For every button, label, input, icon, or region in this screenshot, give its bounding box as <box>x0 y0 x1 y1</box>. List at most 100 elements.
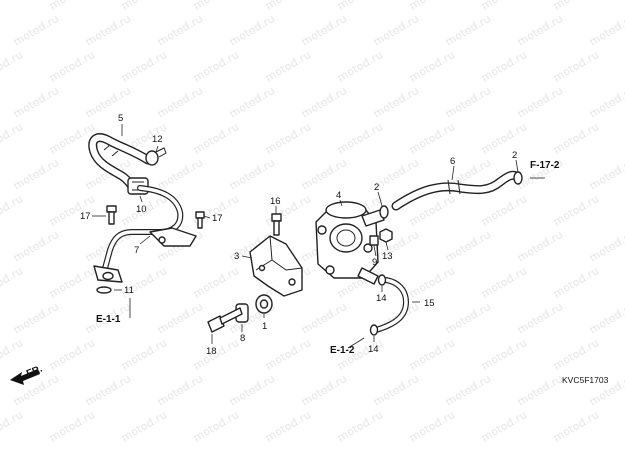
watermark-text: motod.ru <box>227 372 277 408</box>
watermark-text: motod.ru <box>11 84 61 120</box>
watermark-text: motod.ru <box>0 336 25 372</box>
watermark-text: motod.ru <box>11 12 61 48</box>
watermark-text: motod.ru <box>0 0 25 13</box>
watermark-text: motod.ru <box>443 228 493 264</box>
callout-17-left: 17 <box>80 211 91 222</box>
callout-17-right: 17 <box>212 213 223 224</box>
watermark-text: motod.ru <box>119 48 169 84</box>
callout-5: 5 <box>118 113 123 124</box>
part-17-bolt-left <box>106 205 117 225</box>
callout-4: 4 <box>336 190 341 201</box>
watermark-text: motod.ru <box>227 84 277 120</box>
callout-13: 13 <box>382 251 393 262</box>
callout-7: 7 <box>134 245 139 256</box>
part-16-bolt <box>271 213 282 236</box>
watermark-text: motod.ru <box>227 12 277 48</box>
part-4-air-injection-valve <box>315 201 385 285</box>
watermark-text: motod.ru <box>515 228 565 264</box>
part-15-hose <box>373 277 409 333</box>
watermark-text: motod.ru <box>479 264 529 300</box>
watermark-text: motod.ru <box>0 120 25 156</box>
watermark-text: motod.ru <box>191 120 241 156</box>
watermark-text: motod.ru <box>191 0 241 13</box>
watermark-text: motod.ru <box>299 372 349 408</box>
watermark-text: motod.ru <box>479 120 529 156</box>
watermark-text: motod.ru <box>515 300 565 336</box>
part-13-nut <box>379 228 393 243</box>
watermark-text: motod.ru <box>263 336 313 372</box>
watermark-text: motod.ru <box>299 156 349 192</box>
watermark-text: motod.ru <box>119 408 169 444</box>
watermark-text: motod.ru <box>551 408 601 444</box>
callout-14-lower: 14 <box>368 344 379 355</box>
watermark-text: motod.ru <box>263 120 313 156</box>
callout-9: 9 <box>372 257 377 268</box>
watermark-text: motod.ru <box>263 408 313 444</box>
watermark-text: motod.ru <box>371 12 421 48</box>
ref-e-1-1: E-1-1 <box>96 314 121 325</box>
watermark-text: motod.ru <box>47 336 97 372</box>
part-6-hose <box>391 170 521 211</box>
watermark-text: motod.ru <box>479 192 529 228</box>
leader-lines <box>92 124 545 349</box>
callout-2-valve: 2 <box>374 182 379 193</box>
watermark-text: motod.ru <box>443 84 493 120</box>
watermark-text: motod.ru <box>191 264 241 300</box>
watermark-text: motod.ru <box>587 12 625 48</box>
callout-11: 11 <box>124 285 134 296</box>
watermark-text: motod.ru <box>11 156 61 192</box>
part-14-clip-lower <box>369 324 379 336</box>
callout-6: 6 <box>450 156 455 167</box>
callout-3: 3 <box>234 251 239 262</box>
watermark-text: motod.ru <box>443 12 493 48</box>
watermark-text: motod.ru <box>407 408 457 444</box>
part-5-hose <box>88 133 153 191</box>
watermark-text: motod.ru <box>443 300 493 336</box>
part-14-clip-upper <box>377 274 387 286</box>
watermark-text: motod.ru <box>0 48 25 84</box>
watermark-text: motod.ru <box>191 408 241 444</box>
watermark-text: motod.ru <box>83 372 133 408</box>
watermark-text: motod.ru <box>587 300 625 336</box>
part-18-bolt <box>207 307 243 333</box>
watermark-text: motod.ru <box>335 48 385 84</box>
callout-8: 8 <box>240 333 245 344</box>
watermark-text: motod.ru <box>443 372 493 408</box>
part-17-bolt-right <box>195 211 205 229</box>
part-12-clamp <box>145 147 167 166</box>
watermark-text: motod.ru <box>155 156 205 192</box>
watermark-text: motod.ru <box>299 84 349 120</box>
part-2-clip-valve <box>379 205 389 219</box>
watermark-text: motod.ru <box>263 48 313 84</box>
ref-e-1-2: E-1-2 <box>330 345 355 356</box>
callout-10: 10 <box>136 204 147 215</box>
watermark-text: motod.ru <box>83 12 133 48</box>
callout-18: 18 <box>206 346 217 357</box>
callout-14-upper: 14 <box>376 293 387 304</box>
watermark-text: motod.ru <box>407 336 457 372</box>
watermark-text: motod.ru <box>155 372 205 408</box>
watermark-text: motod.ru <box>371 84 421 120</box>
callout-16: 16 <box>270 196 281 207</box>
part-11-o-ring <box>96 286 112 294</box>
watermark-text: motod.ru <box>551 0 601 13</box>
watermark-text: motod.ru <box>407 120 457 156</box>
watermark-text: motod.ru <box>587 228 625 264</box>
part-2-clip-right <box>513 171 523 185</box>
callout-2-right: 2 <box>512 150 517 161</box>
watermark-text: motod.ru <box>551 48 601 84</box>
watermark-text: motod.ru <box>11 300 61 336</box>
direction-label: FR. <box>25 363 44 379</box>
part-3-bracket <box>249 235 303 297</box>
watermark-text: motod.ru <box>407 264 457 300</box>
watermark-text: motod.ru <box>515 12 565 48</box>
watermark-text: motod.ru <box>299 300 349 336</box>
watermark-text: motod.ru <box>515 84 565 120</box>
watermark-text: motod.ru <box>47 48 97 84</box>
watermark-text: motod.ru <box>83 84 133 120</box>
watermark-text: motod.ru <box>0 264 25 300</box>
part-9-bolt <box>369 235 379 246</box>
watermark-text: motod.ru <box>119 336 169 372</box>
watermark-text: motod.ru <box>0 192 25 228</box>
